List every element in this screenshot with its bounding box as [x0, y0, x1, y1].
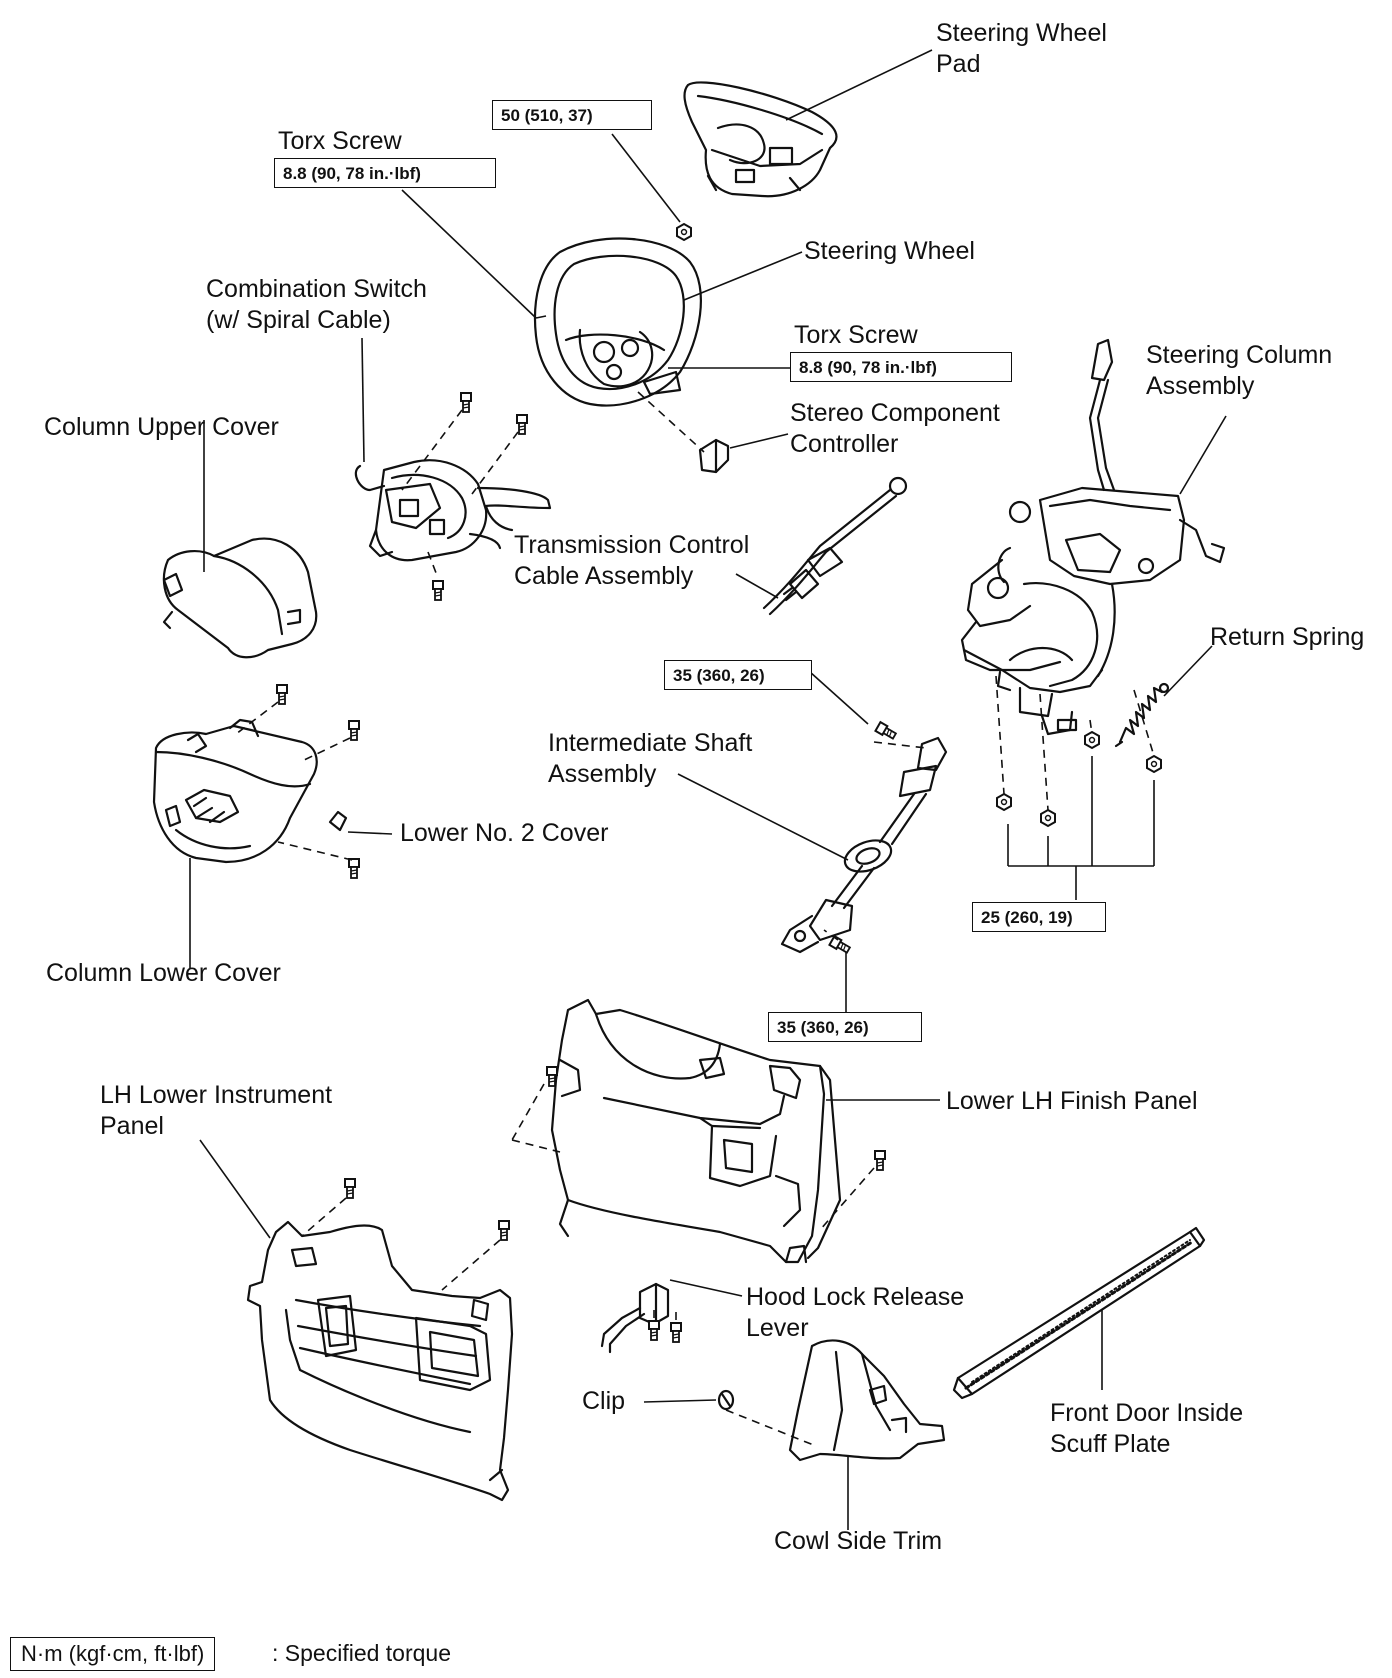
lower-lh-finish-panel-part: [550, 998, 842, 1264]
clip-label: Clip: [582, 1387, 626, 1415]
lower-no2-cover-part: [328, 810, 348, 832]
combination-switch-label: Combination Switch (w/ Spiral Cable): [206, 275, 427, 334]
steering-column-assembly-part: [960, 338, 1226, 736]
torque-box-torx-lower: 8.8 (90, 78 in.·lbf): [790, 352, 1012, 382]
front-door-scuff-plate-label: Front Door Inside Scuff Plate: [1050, 1399, 1244, 1458]
clip-part: [717, 1389, 735, 1411]
lh-lower-instrument-panel-part: [246, 1220, 514, 1502]
steering-wheel-pad-part: [683, 81, 838, 198]
torx-screw-lower-label: Torx Screw: [794, 321, 918, 349]
column-upper-cover-part: [162, 537, 318, 659]
scuff-plate-part: [952, 1226, 1206, 1400]
torque-box-shaft-upper: 35 (360, 26): [664, 660, 812, 690]
combination-switch-part: [354, 459, 552, 562]
torx-screw-upper-label: Torx Screw: [278, 127, 402, 155]
torque-box-pad-nut: 50 (510, 37): [492, 100, 652, 130]
stereo-component-controller-label: Stereo Component Controller: [790, 399, 1000, 458]
cowl-side-trim-part: [788, 1339, 946, 1462]
steering-wheel-label: Steering Wheel: [804, 237, 975, 265]
transmission-control-cable-label: Transmission Control Cable Assembly: [514, 531, 750, 590]
torque-box-shaft-lower: 35 (360, 26): [768, 1012, 922, 1042]
intermediate-shaft-label: Intermediate Shaft Assembly: [548, 729, 753, 788]
stereo-controller-part: [698, 438, 730, 474]
torque-box-torx-upper: 8.8 (90, 78 in.·lbf): [274, 158, 496, 188]
transmission-cable-part: [762, 476, 908, 616]
steering-wheel-part: [533, 237, 702, 407]
column-lower-cover-part: [152, 718, 318, 864]
cowl-side-trim-label: Cowl Side Trim: [774, 1527, 943, 1555]
return-spring-label: Return Spring: [1210, 623, 1365, 651]
steering-column-assembly-label: Steering Column Assembly: [1146, 341, 1333, 400]
intermediate-shaft-part: [780, 736, 948, 954]
hood-lock-release-lever-part: [600, 1282, 670, 1354]
torque-unit-legend-box: N·m (kgf·cm, ft·lbf): [10, 1637, 216, 1671]
column-upper-cover-label: Column Upper Cover: [44, 413, 279, 441]
dashed-lines: [235, 391, 1155, 1447]
column-lower-cover-label: Column Lower Cover: [46, 959, 281, 987]
torque-legend-description: : Specified torque: [272, 1640, 452, 1666]
hood-lock-release-lever-label: Hood Lock Release Lever: [746, 1283, 965, 1342]
torque-box-column-nuts: 25 (260, 19): [972, 902, 1106, 932]
lower-lh-finish-panel-label: Lower LH Finish Panel: [946, 1087, 1198, 1115]
lower-no2-cover-label: Lower No. 2 Cover: [400, 819, 609, 847]
steering-wheel-pad-label: Steering Wheel Pad: [936, 19, 1107, 78]
return-spring-part: [1114, 682, 1170, 748]
leader-lines: [189, 49, 1227, 1530]
lh-lower-instrument-panel-label: LH Lower Instrument Panel: [100, 1081, 333, 1140]
